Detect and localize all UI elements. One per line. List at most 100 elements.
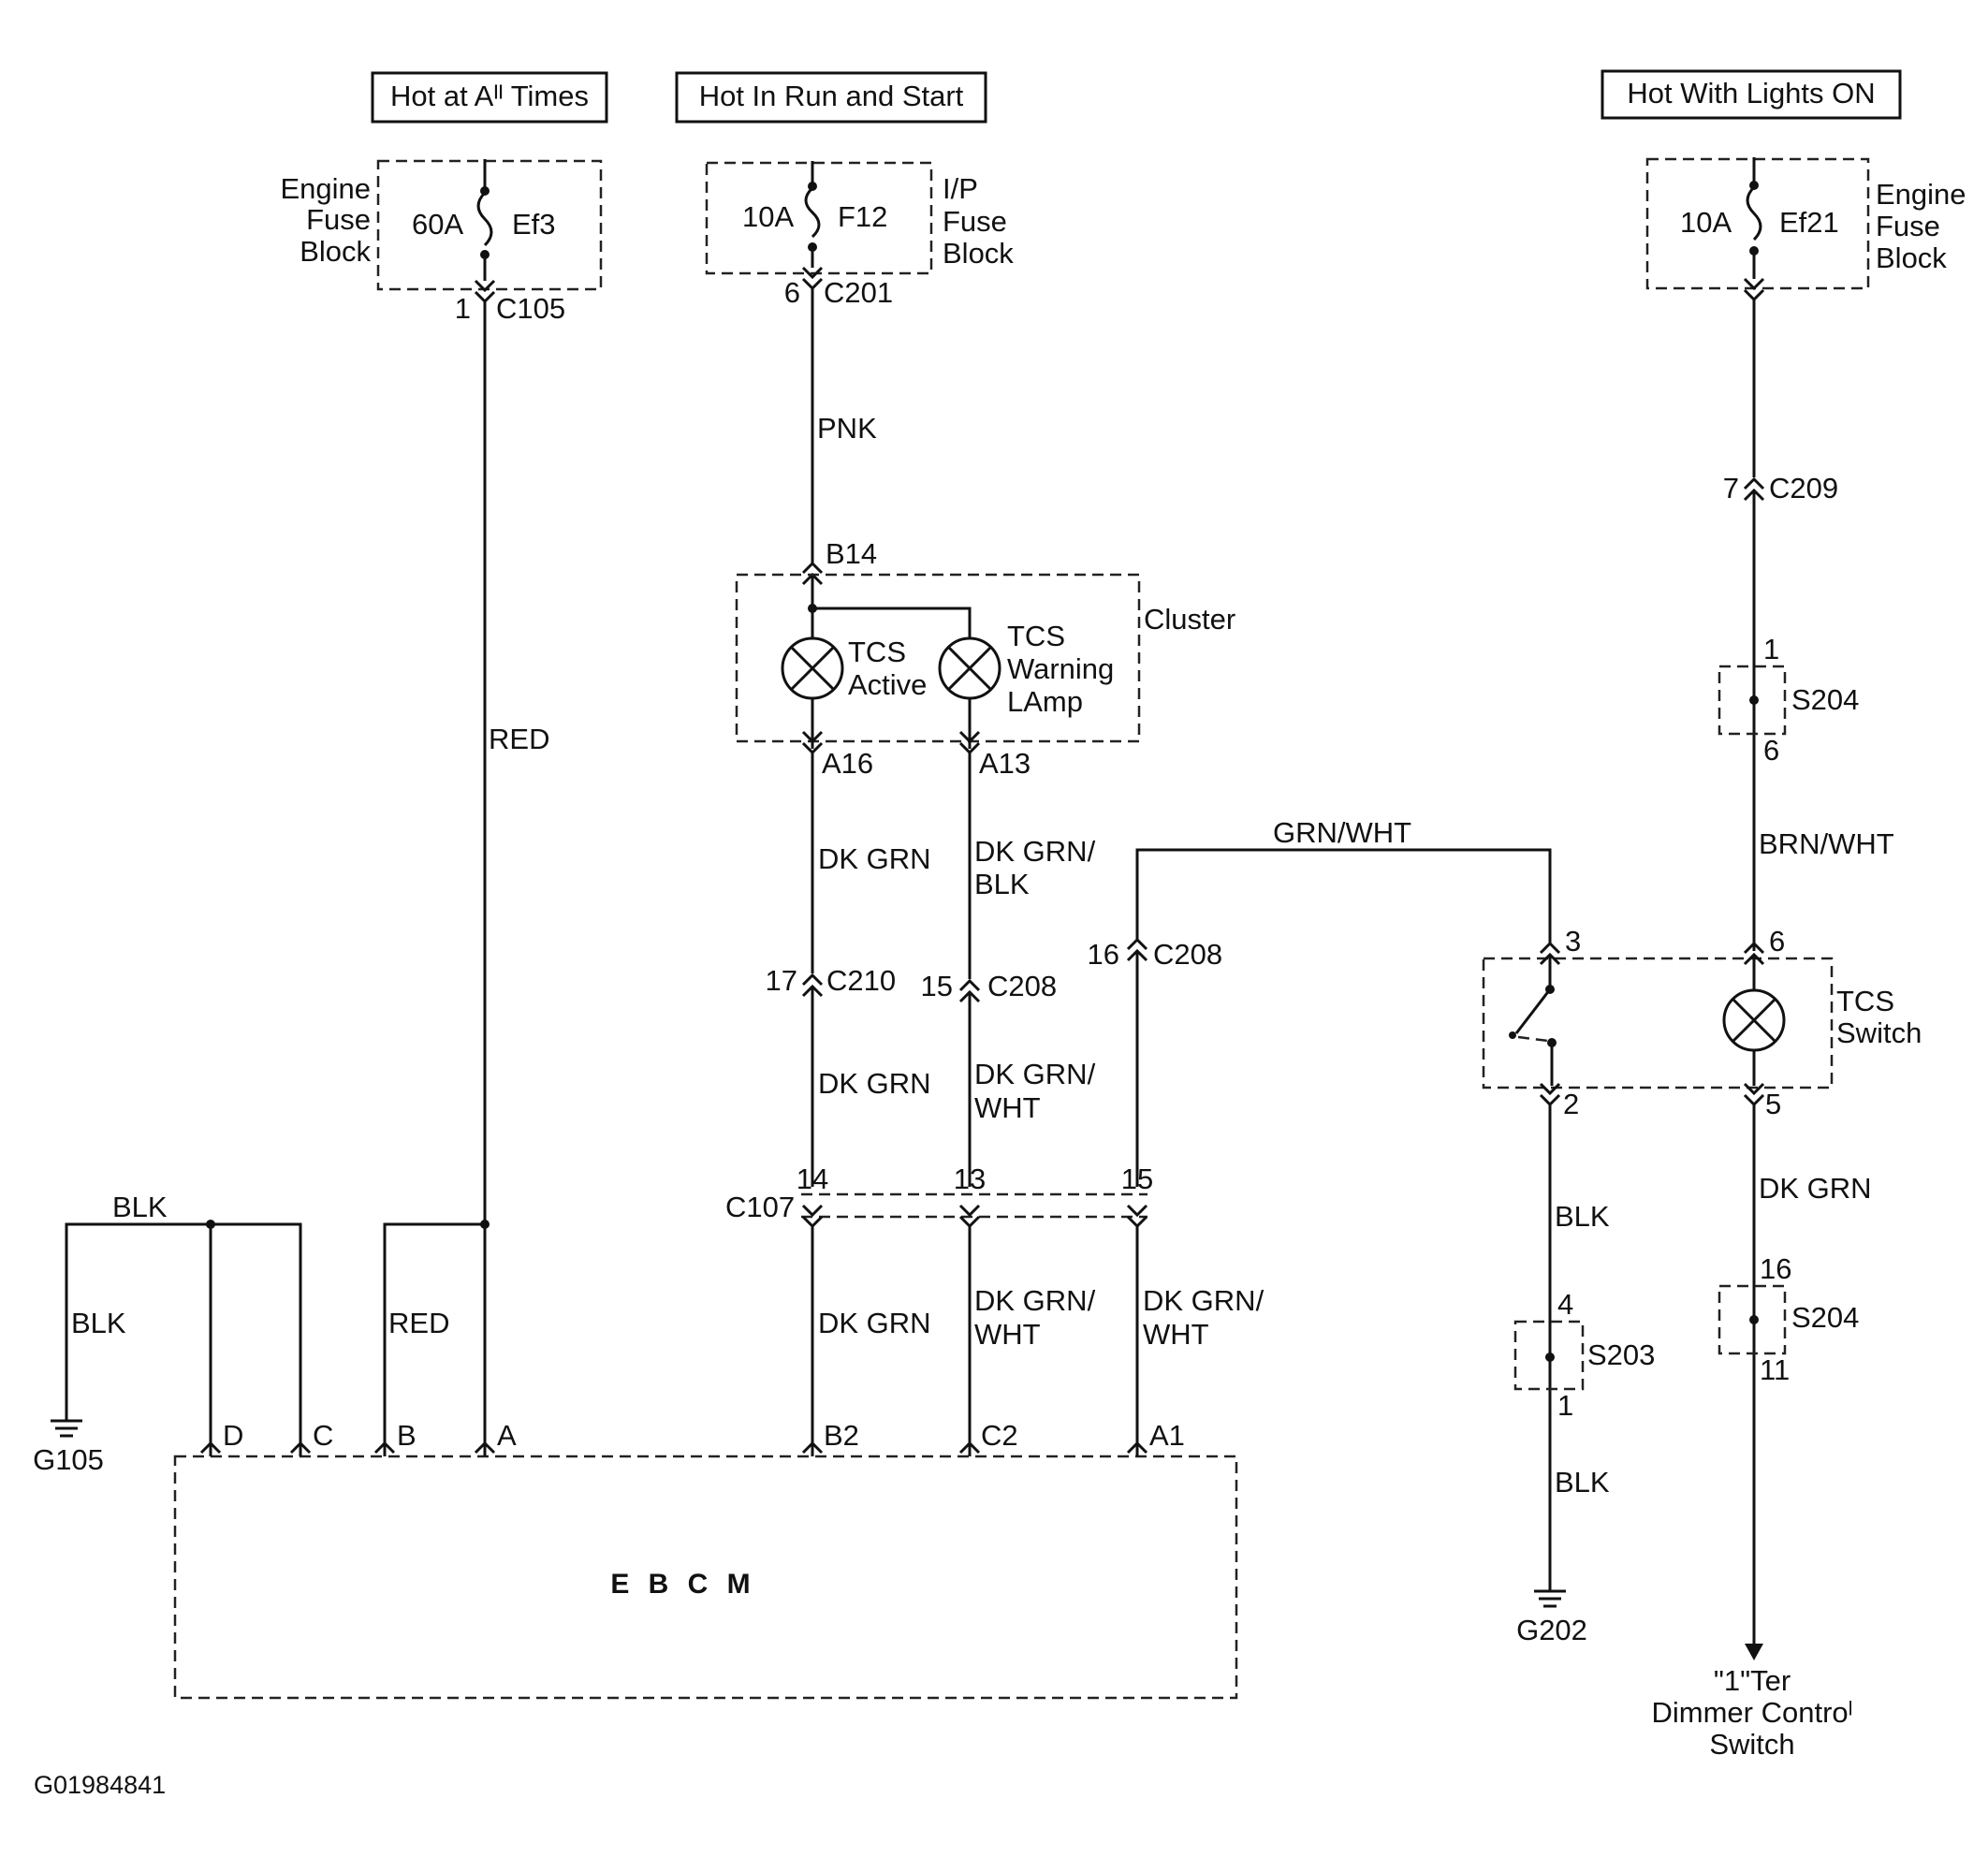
splice-s204-top-pin-in: 1 (1763, 633, 1779, 665)
fuse-f12-name: F12 (838, 200, 887, 233)
header-hot-all-times-box (371, 71, 608, 124)
splice-s204-bottom-pin-in: 16 (1760, 1252, 1791, 1285)
tcs-switch-pin-3: 3 (1565, 925, 1581, 958)
ground-g202-icon (1534, 1589, 1566, 1608)
ebcm-pin-c: C (313, 1419, 333, 1452)
wire-label-blk-1: BLK (1555, 1200, 1610, 1233)
tcs-switch-pin-5: 5 (1765, 1088, 1781, 1120)
connector-c105-pin: 1 (455, 292, 471, 325)
cluster-box (735, 573, 1141, 743)
ground-g202-label: G202 (1516, 1614, 1587, 1646)
connector-c209-name: C209 (1769, 472, 1838, 504)
connector-c209-symbol (1743, 476, 1765, 502)
wire-label-dkgrn-wht-3a: DK GRN/ (1143, 1284, 1264, 1317)
fuse-ef21-name: Ef21 (1779, 206, 1839, 239)
ebcm-pin-a1: A1 (1149, 1419, 1185, 1452)
wire-label-brn-wht: BRN/WHT (1759, 827, 1894, 860)
ebcm-pin-c2: C2 (981, 1419, 1018, 1452)
connector-c210-name: C210 (826, 964, 896, 997)
tcs-warning-label-3: LAmp (1007, 685, 1083, 718)
fuse-f12-amp: 10A (742, 200, 794, 233)
wire-label-dkgrn-3: DK GRN (818, 1307, 931, 1339)
fuse-ef3-symbol (476, 191, 493, 247)
connector-c107-name: C107 (725, 1191, 795, 1223)
wire-label-blk-2: BLK (1555, 1466, 1610, 1499)
connector-c208-a-symbol (958, 978, 981, 1003)
splice-s204-top-pin-out: 6 (1763, 734, 1779, 767)
wire-label-dkgrn-right: DK GRN (1759, 1172, 1872, 1205)
splice-s203-box (1513, 1320, 1585, 1391)
fuse-ef3-block-label-2: Fuse (306, 203, 371, 236)
connector-c208-b-pin: 16 (1088, 938, 1119, 971)
tcs-switch-contact-icon (1514, 988, 1552, 1034)
tcs-warning-label-2: Warning (1007, 652, 1114, 685)
header-hot-run-start-box (675, 71, 987, 124)
dimmer-label-1: "1"Ter (1714, 1664, 1791, 1697)
tcs-active-label-2: Active (848, 668, 927, 701)
fuse-ef21-block (1645, 157, 1870, 290)
header-hot-lights: Hot With Lights ON (1627, 77, 1875, 110)
tcs-warning-label-1: TCS (1007, 620, 1065, 652)
connector-c105-name: C105 (496, 292, 565, 325)
splice-s203-pin-out: 1 (1557, 1389, 1573, 1422)
tcs-switch-pin2-symbol (1539, 1082, 1561, 1107)
splice-s204-bottom-pin-out: 11 (1760, 1353, 1790, 1386)
tcs-active-label-1: TCS (848, 636, 906, 668)
tcs-switch-pin3-symbol (1539, 941, 1561, 966)
fuse-f12-block (705, 161, 933, 275)
connector-c208-a-name: C208 (987, 970, 1057, 1002)
connector-c210-symbol (801, 972, 824, 998)
ebcm-box (173, 1455, 1238, 1700)
splice-s203-pin-in: 4 (1557, 1288, 1573, 1321)
ebcm-label: E B C M (610, 1569, 755, 1600)
wire-label-dkgrn-wht-1b: WHT (974, 1091, 1041, 1124)
connector-c208-b-name: C208 (1153, 938, 1222, 971)
connector-c208-b-symbol (1126, 937, 1148, 962)
fuse-f12-block-label-2: Fuse (943, 205, 1007, 238)
ebcm-pin-b2: B2 (824, 1419, 859, 1452)
wire-label-dkgrn-1: DK GRN (818, 842, 931, 875)
fuse-ef3-block (376, 159, 603, 291)
connector-c208-a-pin: 15 (921, 970, 953, 1002)
header-hot-lights-box (1601, 69, 1902, 120)
wire-label-dkgrn-wht-2a: DK GRN/ (974, 1284, 1096, 1317)
fuse-ef3-amp: 60A (412, 208, 463, 241)
connector-c201-symbol (801, 266, 824, 291)
wire-label-dkgrn-blk-1: DK GRN/ (974, 835, 1096, 868)
connector-a13-label: A13 (979, 747, 1031, 780)
splice-s204-top-name: S204 (1791, 683, 1859, 716)
connector-c210-pin: 17 (766, 964, 797, 997)
figure-id: G01984841 (34, 1771, 166, 1799)
connector-c201-name: C201 (824, 276, 893, 309)
wire-label-blk-left: BLK (71, 1307, 126, 1339)
tcs-switch-pin6-symbol (1743, 941, 1765, 966)
splice-s203-name: S203 (1587, 1338, 1655, 1371)
connector-b14-label: B14 (826, 537, 877, 570)
fuse-f12-block-label-1: I/P (943, 172, 978, 205)
fuse-ef21-symbol (1746, 185, 1762, 241)
fuse-ef21-amp: 10A (1680, 206, 1732, 239)
connector-c107-pin-13: 13 (954, 1162, 986, 1195)
connector-c105-symbol (474, 279, 496, 304)
dimmer-arrow-icon (1745, 1644, 1763, 1660)
connector-c107-pin-15: 15 (1121, 1162, 1153, 1195)
ebcm-pin-d: D (223, 1419, 243, 1452)
wire-label-red: RED (489, 723, 549, 755)
tcs-switch-box (1482, 957, 1834, 1089)
splice-s204-top-box (1718, 665, 1787, 736)
tcs-switch-pin-2: 2 (1563, 1088, 1579, 1120)
connector-c209-pin: 7 (1723, 472, 1739, 504)
wire-label-dkgrn-wht-2b: WHT (974, 1318, 1041, 1351)
wire-label-blk-top: BLK (112, 1191, 168, 1223)
connector-c107-pin-14: 14 (797, 1162, 828, 1195)
fuse-ef3-block-label-3: Block (300, 235, 371, 268)
tcs-switch-pin-6: 6 (1769, 925, 1785, 958)
wire-label-grn-wht: GRN/WHT (1273, 816, 1411, 849)
wire-label-dkgrn-blk-2: BLK (974, 868, 1030, 900)
ground-g105-label: G105 (33, 1443, 104, 1476)
fuse-ef3-name: Ef3 (512, 208, 556, 241)
header-hot-all-times: Hot at Aᴵᴵ Times (390, 80, 589, 112)
tcs-switch-label-2: Switch (1836, 1016, 1922, 1049)
header-hot-run-start: Hot In Run and Start (699, 80, 964, 112)
